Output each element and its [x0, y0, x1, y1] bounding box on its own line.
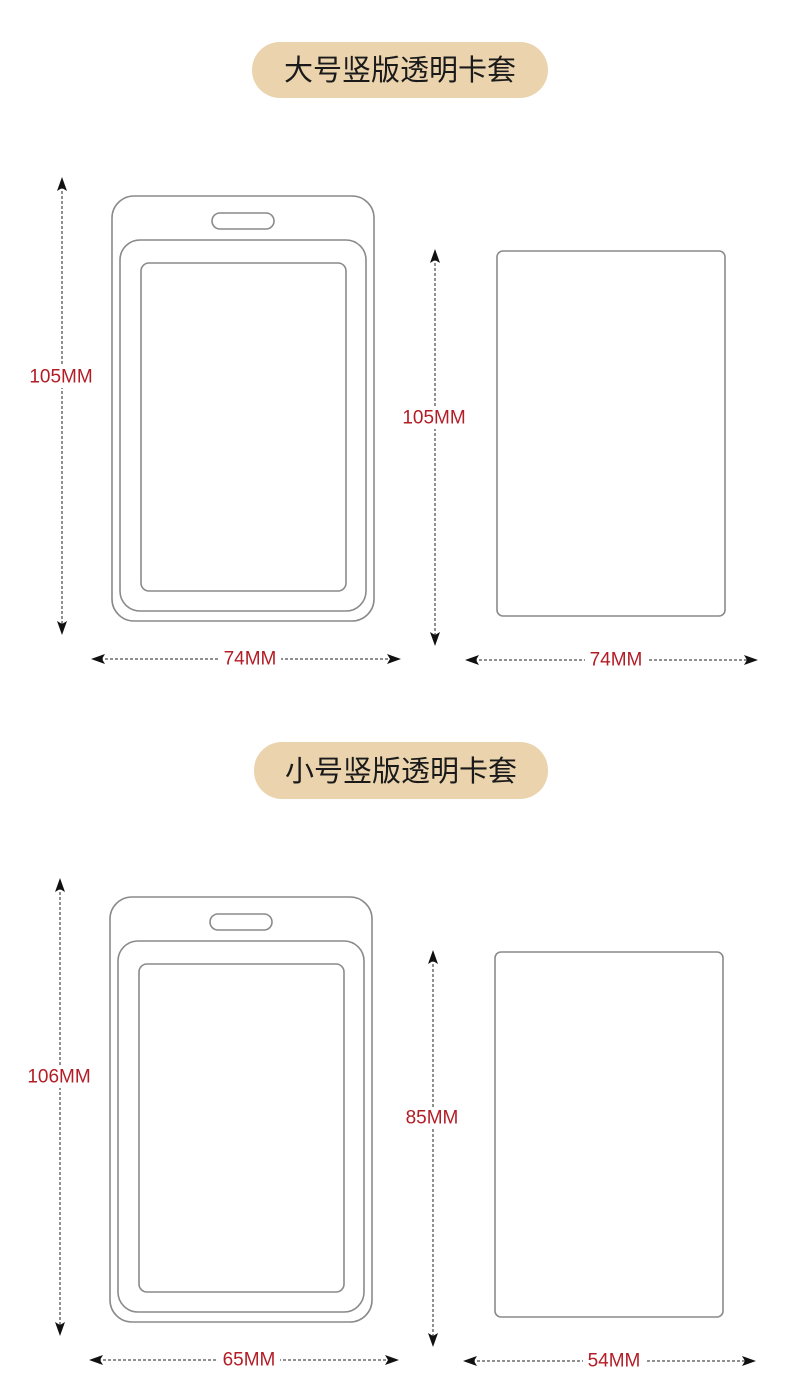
card-width-dimension: 54MM [463, 1350, 756, 1372]
card-drawing [494, 951, 724, 1318]
card-height-label: 105MM [402, 408, 465, 429]
holder-width-dimension: 74MM [91, 648, 401, 670]
section-title: 小号竖版透明卡套 [285, 754, 517, 788]
arrow-down-icon [428, 1333, 438, 1347]
card-width-dimension: 74MM [465, 649, 758, 671]
card-height-dimension: 85MM [399, 950, 465, 1347]
arrow-left-icon [89, 1355, 103, 1365]
lanyard-slot [211, 212, 275, 230]
holder-window [140, 262, 347, 592]
arrow-left-icon [91, 654, 105, 664]
card-holder-drawing [111, 195, 375, 622]
holder-width-label: 74MM [224, 649, 277, 670]
arrow-right-icon [744, 655, 758, 665]
section-large: 大号竖版透明卡套 105MM 74MM 105MM [24, 42, 758, 671]
card-width-label: 74MM [590, 650, 643, 671]
arrow-down-icon [55, 1322, 65, 1336]
title-pill [254, 742, 548, 799]
arrow-left-icon [463, 1356, 477, 1366]
holder-height-label: 105MM [29, 367, 92, 388]
arrow-right-icon [387, 654, 401, 664]
holder-window [138, 963, 345, 1293]
card-width-label: 54MM [588, 1351, 641, 1372]
holder-height-dimension: 105MM [24, 177, 100, 635]
arrow-up-icon [57, 177, 67, 191]
section-title: 大号竖版透明卡套 [284, 53, 516, 87]
card-drawing [496, 250, 726, 617]
holder-height-dimension: 106MM [22, 878, 98, 1336]
arrow-up-icon [55, 878, 65, 892]
card-holder-drawing [109, 896, 373, 1323]
card-height-dimension: 105MM [397, 249, 473, 646]
section-small: 小号竖版透明卡套 106MM 65MM 85MM [22, 742, 756, 1372]
title-pill [252, 42, 548, 98]
lanyard-slot [209, 913, 273, 931]
arrow-down-icon [57, 621, 67, 635]
holder-width-dimension: 65MM [89, 1349, 399, 1371]
holder-height-label: 106MM [27, 1067, 90, 1088]
card-height-label: 85MM [406, 1108, 459, 1129]
arrow-up-icon [428, 950, 438, 964]
holder-width-label: 65MM [223, 1350, 276, 1371]
arrow-right-icon [742, 1356, 756, 1366]
arrow-down-icon [430, 632, 440, 646]
arrow-up-icon [430, 249, 440, 263]
arrow-right-icon [385, 1355, 399, 1365]
arrow-left-icon [465, 655, 479, 665]
